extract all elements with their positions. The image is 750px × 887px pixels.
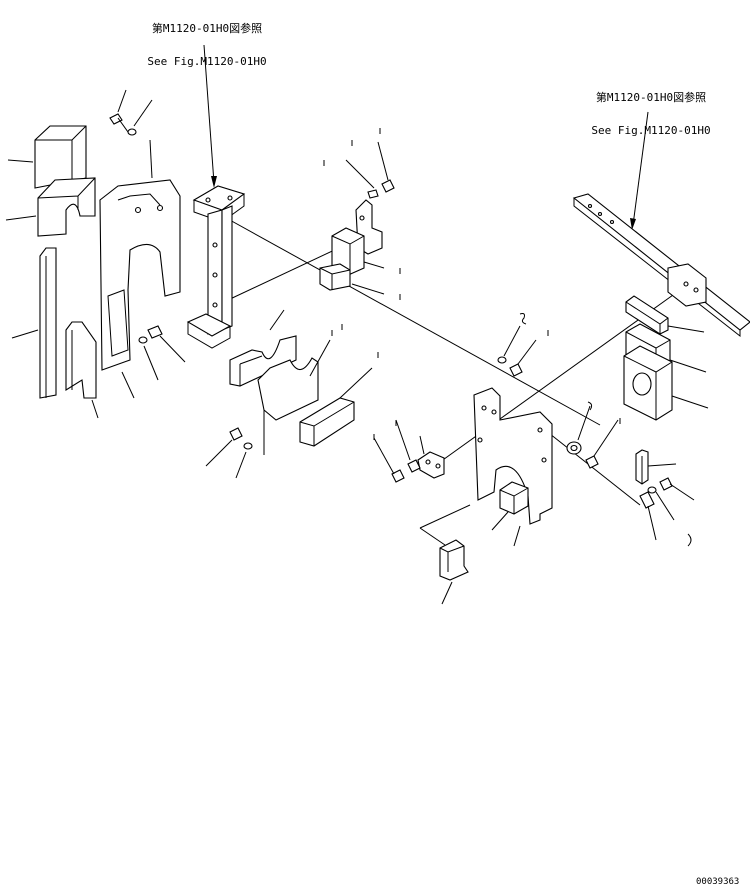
- drawing-number: 00039363: [696, 877, 740, 887]
- reference-note-top: 第M1120-01H0図参照 See Fig.M1120-01H0: [142, 1, 272, 78]
- long-frame-rail: [572, 193, 750, 338]
- slotted-weight-right: [623, 345, 709, 421]
- latch-bracket: [373, 419, 445, 483]
- counterweight-block-upper: [7, 125, 87, 189]
- bolt-set-lower-left: [205, 427, 253, 479]
- main-mount-bracket: [473, 387, 553, 547]
- counterweight-wedge: [299, 367, 373, 447]
- reference-note-top-japanese: 第M1120-01H0図参照: [151, 22, 263, 35]
- washer-and-bolt-center: [566, 405, 619, 469]
- pad-block: [491, 481, 529, 531]
- plate-bar-small-right: [635, 449, 677, 485]
- bolt-set-upper-left: [109, 89, 153, 136]
- cover-plate-center: [257, 339, 331, 455]
- bolt-set-lower-right: [639, 477, 695, 541]
- bolt-set-mid-left: [138, 325, 186, 381]
- item-marks: [323, 128, 692, 547]
- bolt-set-mid-right: [497, 325, 537, 377]
- hook-stop: [439, 539, 469, 605]
- reference-leaders: [203, 44, 649, 230]
- vertical-stay-bracket: [186, 185, 246, 349]
- reference-note-top-english: See Fig.M1120-01H0: [147, 55, 267, 68]
- shim-block-small: [319, 263, 385, 295]
- side-bracket-plate: [99, 139, 181, 399]
- counterweight-bar-short: [65, 321, 99, 419]
- reference-note-right-english: See Fig.M1120-01H0: [591, 124, 711, 137]
- counterweight-bar-long: [11, 247, 57, 399]
- counterweight-plate-cutout: [5, 177, 96, 237]
- reference-note-right-japanese: 第M1120-01H0図参照: [595, 91, 707, 104]
- bar-weight-right: [625, 295, 705, 335]
- reference-note-right: 第M1120-01H0図参照 See Fig.M1120-01H0: [586, 70, 716, 147]
